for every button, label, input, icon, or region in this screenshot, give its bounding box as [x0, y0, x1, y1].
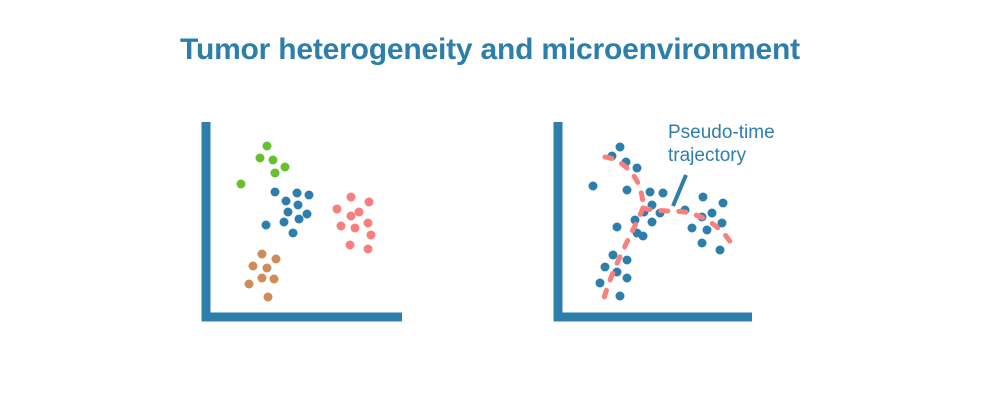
scatter-dot-cells — [600, 262, 610, 272]
scatter-dot-brown-cluster — [263, 292, 273, 302]
scatter-dot-brown-cluster — [244, 279, 254, 289]
left-panel-dots — [236, 141, 376, 302]
scatter-dot-cells — [622, 273, 632, 283]
scatter-dot-blue-cluster — [288, 228, 298, 238]
scatter-dot-green-cluster — [268, 155, 278, 165]
scatter-dot-cells — [612, 222, 622, 232]
scatter-dot-pink-cluster — [364, 197, 374, 207]
scatter-dot-pink-cluster — [366, 230, 376, 240]
trajectory-path — [601, 205, 646, 301]
scatter-dot-pink-cluster — [363, 218, 373, 228]
scatter-dot-green-cluster — [262, 141, 272, 151]
scatter-dot-cells — [698, 192, 708, 202]
scatter-dot-green-cluster — [236, 179, 246, 189]
scatter-dot-cells — [615, 291, 625, 301]
scatter-dot-cells — [702, 225, 712, 235]
scatter-dot-cells — [630, 215, 640, 225]
scatter-dot-pink-cluster — [350, 223, 360, 233]
scatter-dot-blue-cluster — [292, 188, 302, 198]
scatter-dot-blue-cluster — [281, 196, 291, 206]
scatter-dot-blue-cluster — [293, 200, 303, 210]
scatter-dot-brown-cluster — [271, 254, 281, 264]
scatter-dot-blue-cluster — [283, 207, 293, 217]
scatter-dot-brown-cluster — [257, 249, 267, 259]
scatter-dot-blue-cluster — [302, 209, 312, 219]
scatter-dot-blue-cluster — [294, 214, 304, 224]
scatter-dot-cells — [658, 188, 668, 198]
scatter-dot-cells — [718, 198, 728, 208]
scatter-dot-cells — [622, 185, 632, 195]
right-plot-axes — [553, 122, 752, 322]
scatter-dot-pink-cluster — [346, 211, 356, 221]
scatter-dot-pink-cluster — [363, 244, 373, 254]
scatter-dot-green-cluster — [270, 168, 280, 178]
scatter-dot-cells — [622, 255, 632, 265]
scatter-dot-pink-cluster — [345, 240, 355, 250]
scatter-dot-cells — [647, 217, 657, 227]
scatter-dot-cells — [715, 245, 725, 255]
scatter-dot-cells — [687, 223, 697, 233]
scatter-dot-cells — [632, 163, 642, 173]
trajectory-path — [602, 154, 646, 211]
scatter-dot-brown-cluster — [269, 274, 279, 284]
scatter-dot-cells — [645, 187, 655, 197]
scatter-dot-pink-cluster — [336, 221, 346, 231]
scatter-dot-blue-cluster — [261, 220, 271, 230]
scatter-dot-cells — [595, 278, 605, 288]
scatter-dot-green-cluster — [280, 162, 290, 172]
scatter-dot-brown-cluster — [257, 273, 267, 283]
scatter-dot-blue-cluster — [304, 190, 314, 200]
figure-title: Tumor heterogeneity and microenvironment — [180, 33, 800, 66]
scatter-dot-cells — [615, 142, 625, 152]
trajectory-label: Pseudo-time trajectory — [668, 122, 775, 166]
scatter-dot-pink-cluster — [346, 192, 356, 202]
scatter-dot-pink-cluster — [354, 207, 364, 217]
scatter-dot-cells — [717, 218, 727, 228]
scatter-dot-cells — [608, 250, 618, 260]
scatter-dot-cells — [697, 238, 707, 248]
left-plot-axes — [201, 122, 402, 322]
trajectory-path — [640, 205, 734, 246]
scatter-dot-brown-cluster — [262, 263, 272, 273]
annotation-pointer-line — [671, 174, 688, 207]
scatter-dot-cells — [707, 208, 717, 218]
scatter-dot-cells — [588, 181, 598, 191]
scatter-dot-cells — [638, 231, 648, 241]
scatter-dot-pink-cluster — [332, 204, 342, 214]
scatter-dot-blue-cluster — [270, 187, 280, 197]
scatter-dot-green-cluster — [255, 153, 265, 163]
scatter-dot-brown-cluster — [248, 261, 258, 271]
scatter-dot-blue-cluster — [279, 217, 289, 227]
